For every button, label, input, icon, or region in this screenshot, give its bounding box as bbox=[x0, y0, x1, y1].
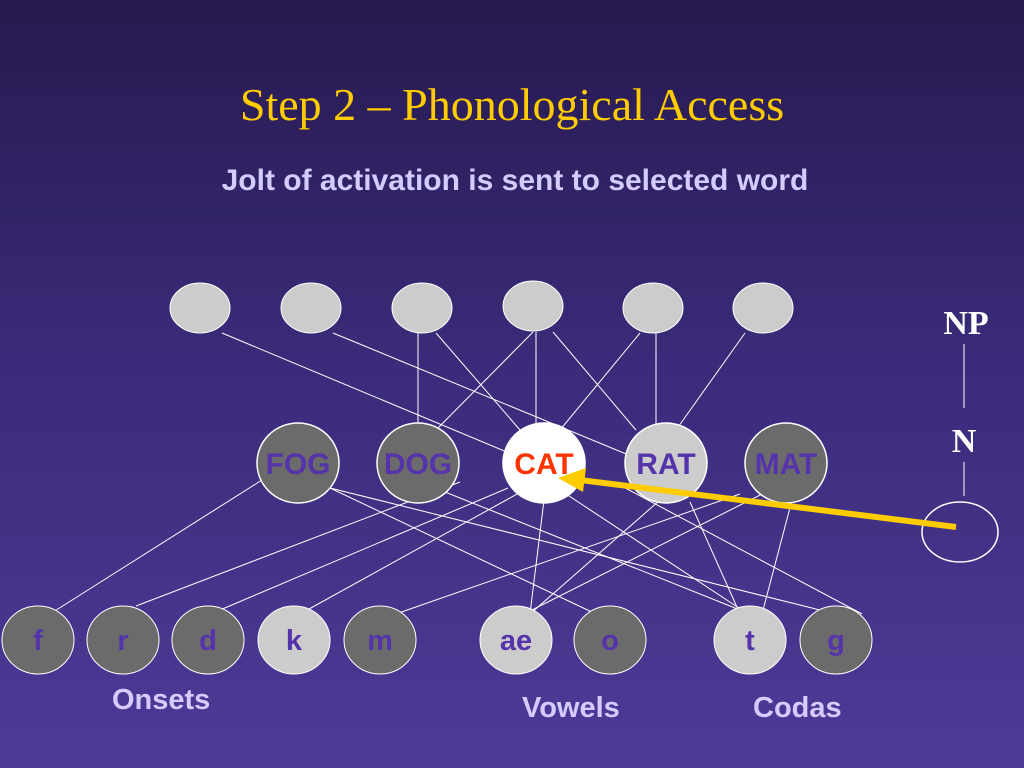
connection-line-24 bbox=[761, 499, 793, 615]
word-node-fog: FOG bbox=[256, 422, 340, 504]
concept-node-1 bbox=[280, 282, 342, 334]
word-nodes: FOG DOG CAT RAT MAT bbox=[256, 422, 828, 504]
connection-line-6 bbox=[552, 331, 637, 431]
phoneme-node-label: g bbox=[827, 625, 845, 657]
connection-line-17 bbox=[529, 499, 545, 615]
phoneme-node-label: r bbox=[117, 625, 128, 657]
word-node-cat: CAT bbox=[502, 422, 586, 504]
concept-node-3 bbox=[502, 280, 564, 332]
word-node-label: RAT bbox=[636, 448, 695, 481]
connection-line-21 bbox=[689, 501, 741, 615]
connection-line-9 bbox=[675, 332, 746, 431]
word-node-circle bbox=[502, 422, 586, 504]
slide-title: Step 2 – Phonological Access bbox=[239, 79, 785, 130]
connection-line-13 bbox=[439, 489, 751, 615]
np-label: NP bbox=[943, 305, 988, 342]
connection-line-10 bbox=[49, 479, 263, 615]
concept-node-0 bbox=[169, 282, 231, 334]
syntax-tree: NP N bbox=[921, 305, 999, 563]
word-node-label: DOG bbox=[384, 448, 452, 481]
word-node-circle bbox=[624, 422, 708, 504]
phoneme-node-label: ae bbox=[500, 625, 532, 657]
phoneme-node-circle bbox=[573, 605, 647, 675]
word-node-mat: MAT bbox=[744, 422, 828, 504]
connection-line-11 bbox=[329, 487, 837, 615]
concept-node-2 bbox=[391, 282, 453, 334]
connection-line-20 bbox=[529, 499, 661, 615]
connection-line-7 bbox=[559, 332, 641, 431]
phoneme-node-o: o bbox=[573, 605, 647, 675]
connection-line-23 bbox=[523, 489, 771, 615]
phoneme-node-label: d bbox=[199, 625, 217, 657]
word-node-rat: RAT bbox=[624, 422, 708, 504]
phoneme-node-label: f bbox=[33, 625, 43, 657]
onsets-label: Onsets bbox=[112, 684, 211, 716]
phoneme-node-m: m bbox=[343, 605, 417, 675]
connection-line-22 bbox=[389, 493, 741, 617]
phoneme-node-k: k bbox=[257, 605, 331, 675]
word-node-label: FOG bbox=[266, 448, 331, 481]
connection-line-4 bbox=[435, 331, 534, 431]
phoneme-node-circle bbox=[713, 605, 787, 675]
phoneme-node-label: t bbox=[745, 625, 755, 657]
phoneme-nodes: f r d k m ae o t g bbox=[1, 605, 873, 675]
phoneme-node-circle bbox=[479, 605, 553, 675]
word-node-label: CAT bbox=[514, 448, 573, 481]
codas-label: Codas bbox=[753, 692, 842, 724]
connection-line-16 bbox=[299, 487, 529, 615]
phoneme-node-g: g bbox=[799, 605, 873, 675]
slide-subtitle: Jolt of activation is sent to selected w… bbox=[221, 164, 809, 197]
phoneme-node-circle bbox=[257, 605, 331, 675]
n-label: N bbox=[952, 423, 977, 460]
phoneme-node-circle bbox=[799, 605, 873, 675]
phoneme-node-f: f bbox=[1, 605, 75, 675]
phoneme-node-circle bbox=[1, 605, 75, 675]
connection-line-12 bbox=[329, 487, 597, 615]
connection-line-18 bbox=[559, 489, 749, 615]
vowels-label: Vowels bbox=[522, 692, 620, 724]
activation-arrow-shaft bbox=[579, 477, 957, 530]
phoneme-node-label: k bbox=[286, 625, 303, 657]
connection-line-3 bbox=[435, 332, 521, 431]
phoneme-node-circle bbox=[343, 605, 417, 675]
connection-line-14 bbox=[135, 481, 461, 607]
concept-node-5 bbox=[732, 282, 794, 334]
word-node-circle bbox=[376, 422, 460, 504]
phoneme-node-d: d bbox=[171, 605, 245, 675]
connection-line-1 bbox=[332, 332, 649, 464]
phoneme-node-t: t bbox=[713, 605, 787, 675]
connection-lines bbox=[49, 331, 863, 617]
phoneme-node-r: r bbox=[86, 605, 160, 675]
phoneme-node-label: o bbox=[601, 625, 619, 657]
word-node-label: MAT bbox=[755, 448, 818, 481]
concept-node-4 bbox=[622, 282, 684, 334]
connection-line-15 bbox=[219, 487, 509, 611]
phoneme-node-ae: ae bbox=[479, 605, 553, 675]
connection-line-0 bbox=[221, 332, 534, 464]
word-node-dog: DOG bbox=[376, 422, 460, 504]
word-node-circle bbox=[256, 422, 340, 504]
phoneme-node-circle bbox=[86, 605, 160, 675]
concept-nodes bbox=[169, 280, 794, 334]
n-slot-node bbox=[921, 501, 999, 563]
activation-arrow-head bbox=[558, 468, 586, 492]
activation-arrow bbox=[558, 468, 957, 530]
phoneme-node-label: m bbox=[367, 625, 393, 657]
phoneme-node-circle bbox=[171, 605, 245, 675]
